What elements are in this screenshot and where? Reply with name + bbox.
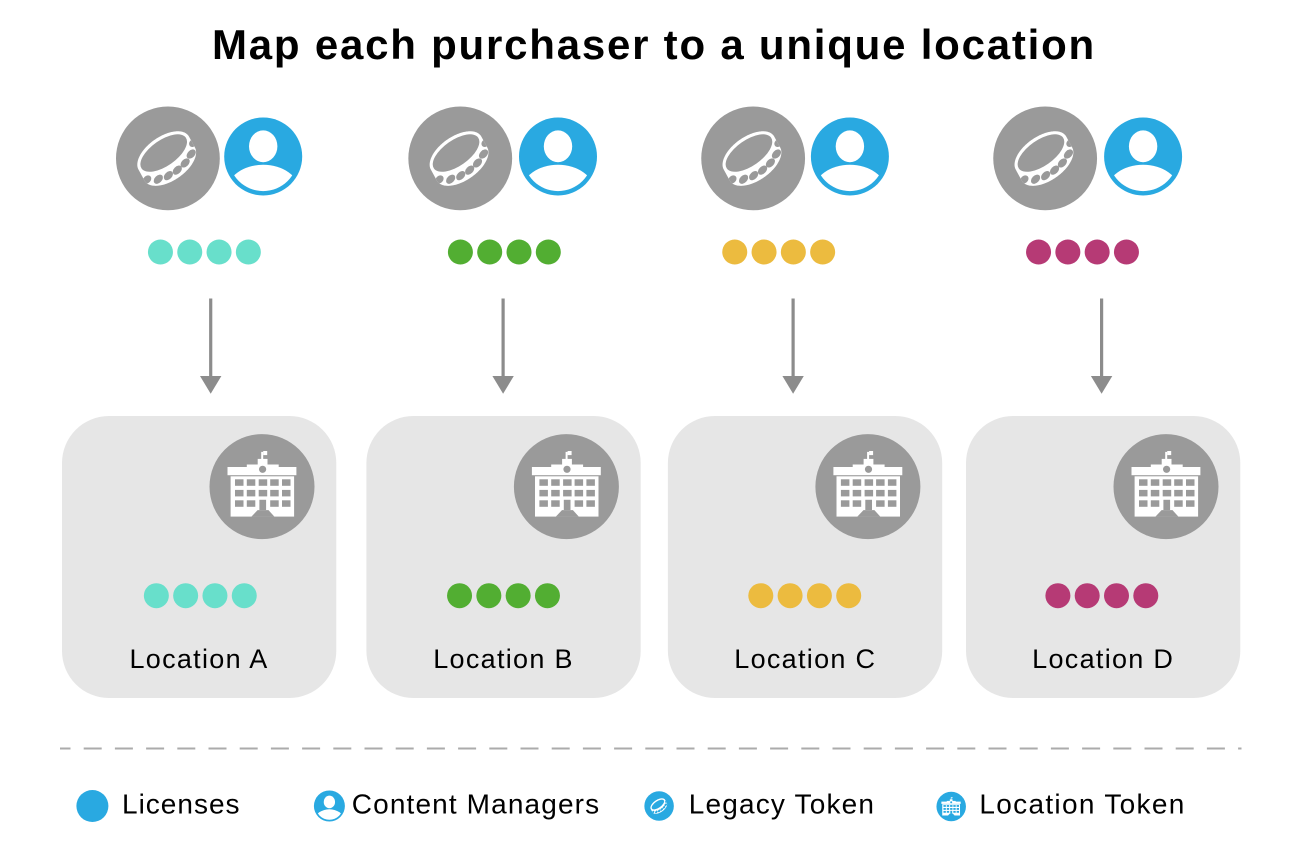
svg-text:Location Token: Location Token	[979, 789, 1185, 820]
svg-text:Location C: Location C	[734, 644, 876, 674]
svg-text:Location A: Location A	[129, 644, 268, 674]
svg-text:Content Managers: Content Managers	[352, 789, 600, 820]
svg-text:Location D: Location D	[1032, 644, 1174, 674]
svg-text:Location B: Location B	[433, 644, 574, 674]
svg-text:Legacy Token: Legacy Token	[689, 789, 875, 820]
svg-text:Map each purchaser to a unique: Map each purchaser to a unique location	[212, 21, 1096, 68]
svg-text:Licenses: Licenses	[122, 789, 241, 820]
